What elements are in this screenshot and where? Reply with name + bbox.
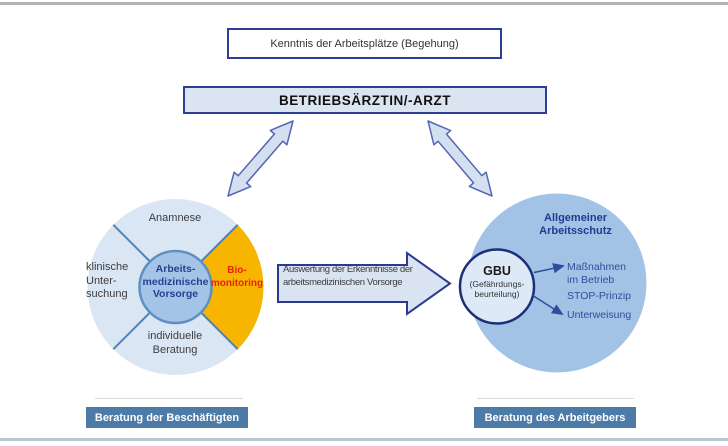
- arbeitsschutz-circle: [467, 193, 647, 373]
- double-arrow-left-icon: [227, 120, 294, 197]
- footer-label-beschaeftigte: Beratung der Beschäftigten: [86, 407, 248, 428]
- gbu-label: GBU: [483, 264, 511, 278]
- bottom-rule: [0, 438, 728, 441]
- sector-klinische-untersuchung-label: klinische Unter- suchung: [86, 261, 129, 300]
- vorsorge-wheel: [87, 199, 264, 375]
- biomonitoring-sector: [175, 224, 264, 350]
- flow-arrow-label: Auswertung der Erkenntnisse der arbeitsm…: [283, 264, 413, 288]
- sector-individuelle-beratung-label: individuelle Beratung: [147, 330, 203, 356]
- sector-biomonitoring-label: Bio- monitoring: [210, 265, 264, 289]
- faint-line-left: [95, 398, 243, 399]
- kenntnis-box-label: Kenntnis der Arbeitsplätze (Begehung): [270, 37, 459, 50]
- footer-label-beschaeftigte-text: Beratung der Beschäftigten: [94, 411, 240, 424]
- flow-arrow: [277, 251, 452, 316]
- arbeitsschutz-title: Allgemeiner Arbeitsschutz: [539, 212, 612, 237]
- arrow-head-massnahmen-icon: [552, 263, 565, 274]
- sector-anamnese-label: Anamnese: [148, 212, 202, 224]
- sector-divider-lines: [112, 224, 239, 350]
- footer-label-arbeitgeber-text: Beratung des Arbeitgebers: [484, 411, 626, 424]
- measure-item-stop-prinzip: STOP-Prinzip: [567, 290, 631, 302]
- gbu-arrows: [531, 263, 565, 316]
- footer-label-arbeitgeber: Beratung des Arbeitgebers: [474, 407, 636, 428]
- vorsorge-center-circle: [138, 249, 213, 325]
- gbu-subtitle: (Gefährdungs- beurteilung): [469, 279, 525, 299]
- measure-item-massnahmen: Maßnahmen im Betrieb: [567, 261, 626, 286]
- top-rule: [0, 2, 728, 5]
- arbeitsschutz-group: [458, 193, 647, 373]
- arrow-head-unterweisung-icon: [550, 304, 564, 316]
- gbu-circle: [458, 248, 536, 325]
- kenntnis-box: Kenntnis der Arbeitsplätze (Begehung): [227, 28, 502, 59]
- measure-item-unterweisung: Unterweisung: [567, 309, 632, 321]
- faint-line-right: [477, 398, 634, 399]
- betriebsarzt-box-label: BETRIEBSÄRZTIN/-ARZT: [279, 92, 451, 108]
- betriebsarzt-box: BETRIEBSÄRZTIN/-ARZT: [183, 86, 547, 114]
- vorsorge-center-label: Arbeits- medizinische Vorsorge: [142, 263, 209, 300]
- double-arrow-right-icon: [427, 120, 493, 197]
